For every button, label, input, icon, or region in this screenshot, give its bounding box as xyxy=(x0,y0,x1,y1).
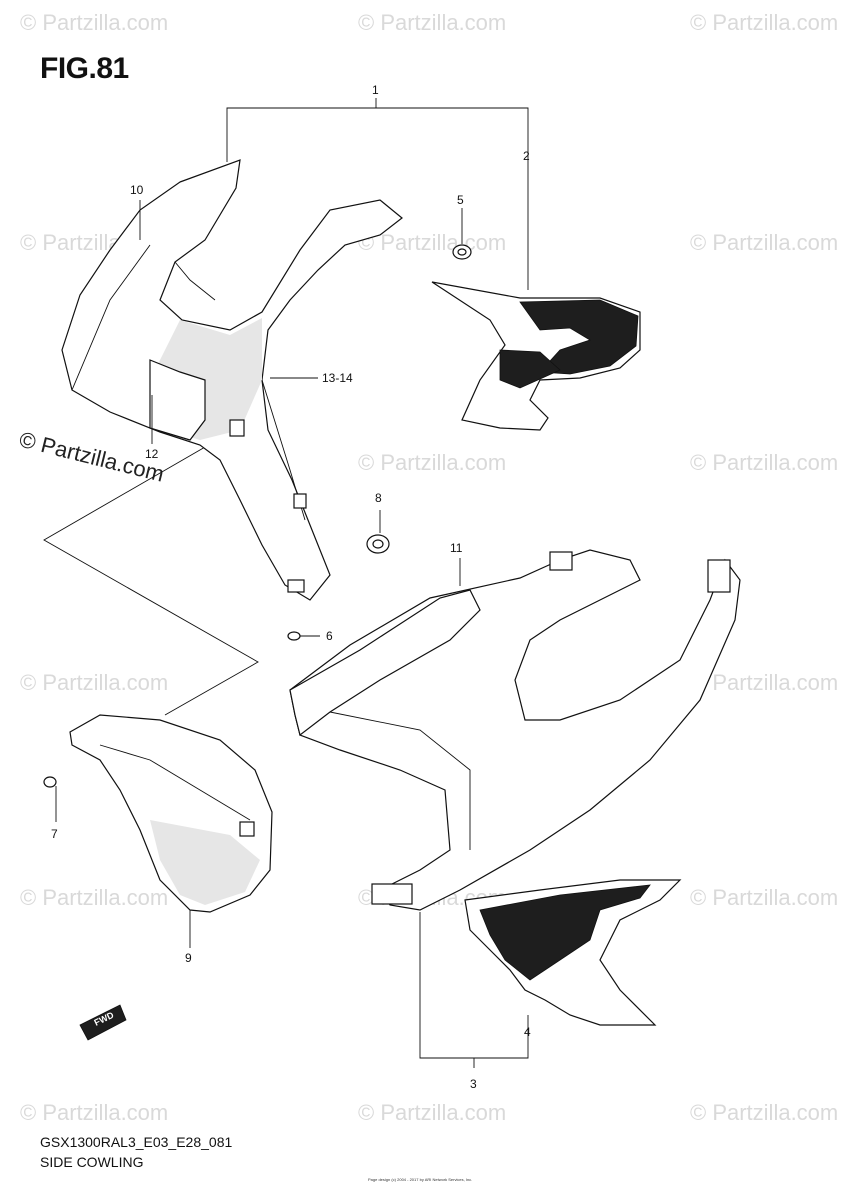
callout-4: 4 xyxy=(524,1025,531,1039)
screw-7 xyxy=(43,776,57,788)
watermark: © Partzilla.com xyxy=(20,670,168,695)
callout-10: 10 xyxy=(130,183,144,197)
screw-6 xyxy=(287,631,301,641)
watermark: © Partzilla.com xyxy=(358,230,506,255)
watermark: © Partzilla.com xyxy=(690,670,838,695)
watermark: © Partzilla.com xyxy=(20,1100,168,1125)
watermark: © Partzilla.com xyxy=(690,450,838,475)
watermark: © Partzilla.com xyxy=(358,450,506,475)
bracket-1 xyxy=(226,107,529,290)
figure-label: FIG.81 xyxy=(40,52,129,85)
watermark: © Partzilla.com xyxy=(358,10,506,35)
callout-8: 8 xyxy=(375,491,382,505)
watermark: © Partzilla.com xyxy=(358,1100,506,1125)
callout-11: 11 xyxy=(450,541,463,555)
callout-9: 9 xyxy=(185,951,192,965)
grommet-8 xyxy=(366,534,390,554)
leader-lines xyxy=(55,200,529,1040)
grommet-5 xyxy=(452,244,472,260)
fwd-arrow-icon: FWD xyxy=(79,1004,127,1041)
callout-labels: 1 2 3 4 5 6 7 8 9 10 11 12 13-14 xyxy=(51,83,531,1091)
callout-5: 5 xyxy=(457,193,464,207)
lower-inner-panel xyxy=(69,714,273,913)
callout-12: 12 xyxy=(145,447,159,461)
side-decal-lower xyxy=(464,879,682,1026)
callout-2: 2 xyxy=(523,149,530,163)
model-code: GSX1300RAL3_E03_E28_081 xyxy=(40,1134,233,1150)
callout-1: 1 xyxy=(372,83,379,97)
watermark: © Partzilla.com xyxy=(690,230,838,255)
upper-inner-cowl xyxy=(61,159,403,601)
callout-7: 7 xyxy=(51,827,58,841)
watermark: © Partzilla.com xyxy=(20,885,168,910)
assembly-outline xyxy=(43,427,259,716)
main-side-cowling xyxy=(289,549,741,911)
watermark: © Partzilla.com xyxy=(690,10,838,35)
watermark: © Partzilla.com xyxy=(690,885,838,910)
side-decal-upper xyxy=(431,281,641,431)
callout-3: 3 xyxy=(470,1077,477,1091)
watermark: © Partzilla.com xyxy=(20,10,168,35)
watermark: © Partzilla.com xyxy=(690,1100,838,1125)
callout-6: 6 xyxy=(326,629,333,643)
callout-13-14: 13-14 xyxy=(322,371,353,385)
section-title: SIDE COWLING xyxy=(40,1154,144,1170)
copyright-note: Page design (c) 2004 - 2017 by ARI Netwo… xyxy=(368,1177,473,1182)
